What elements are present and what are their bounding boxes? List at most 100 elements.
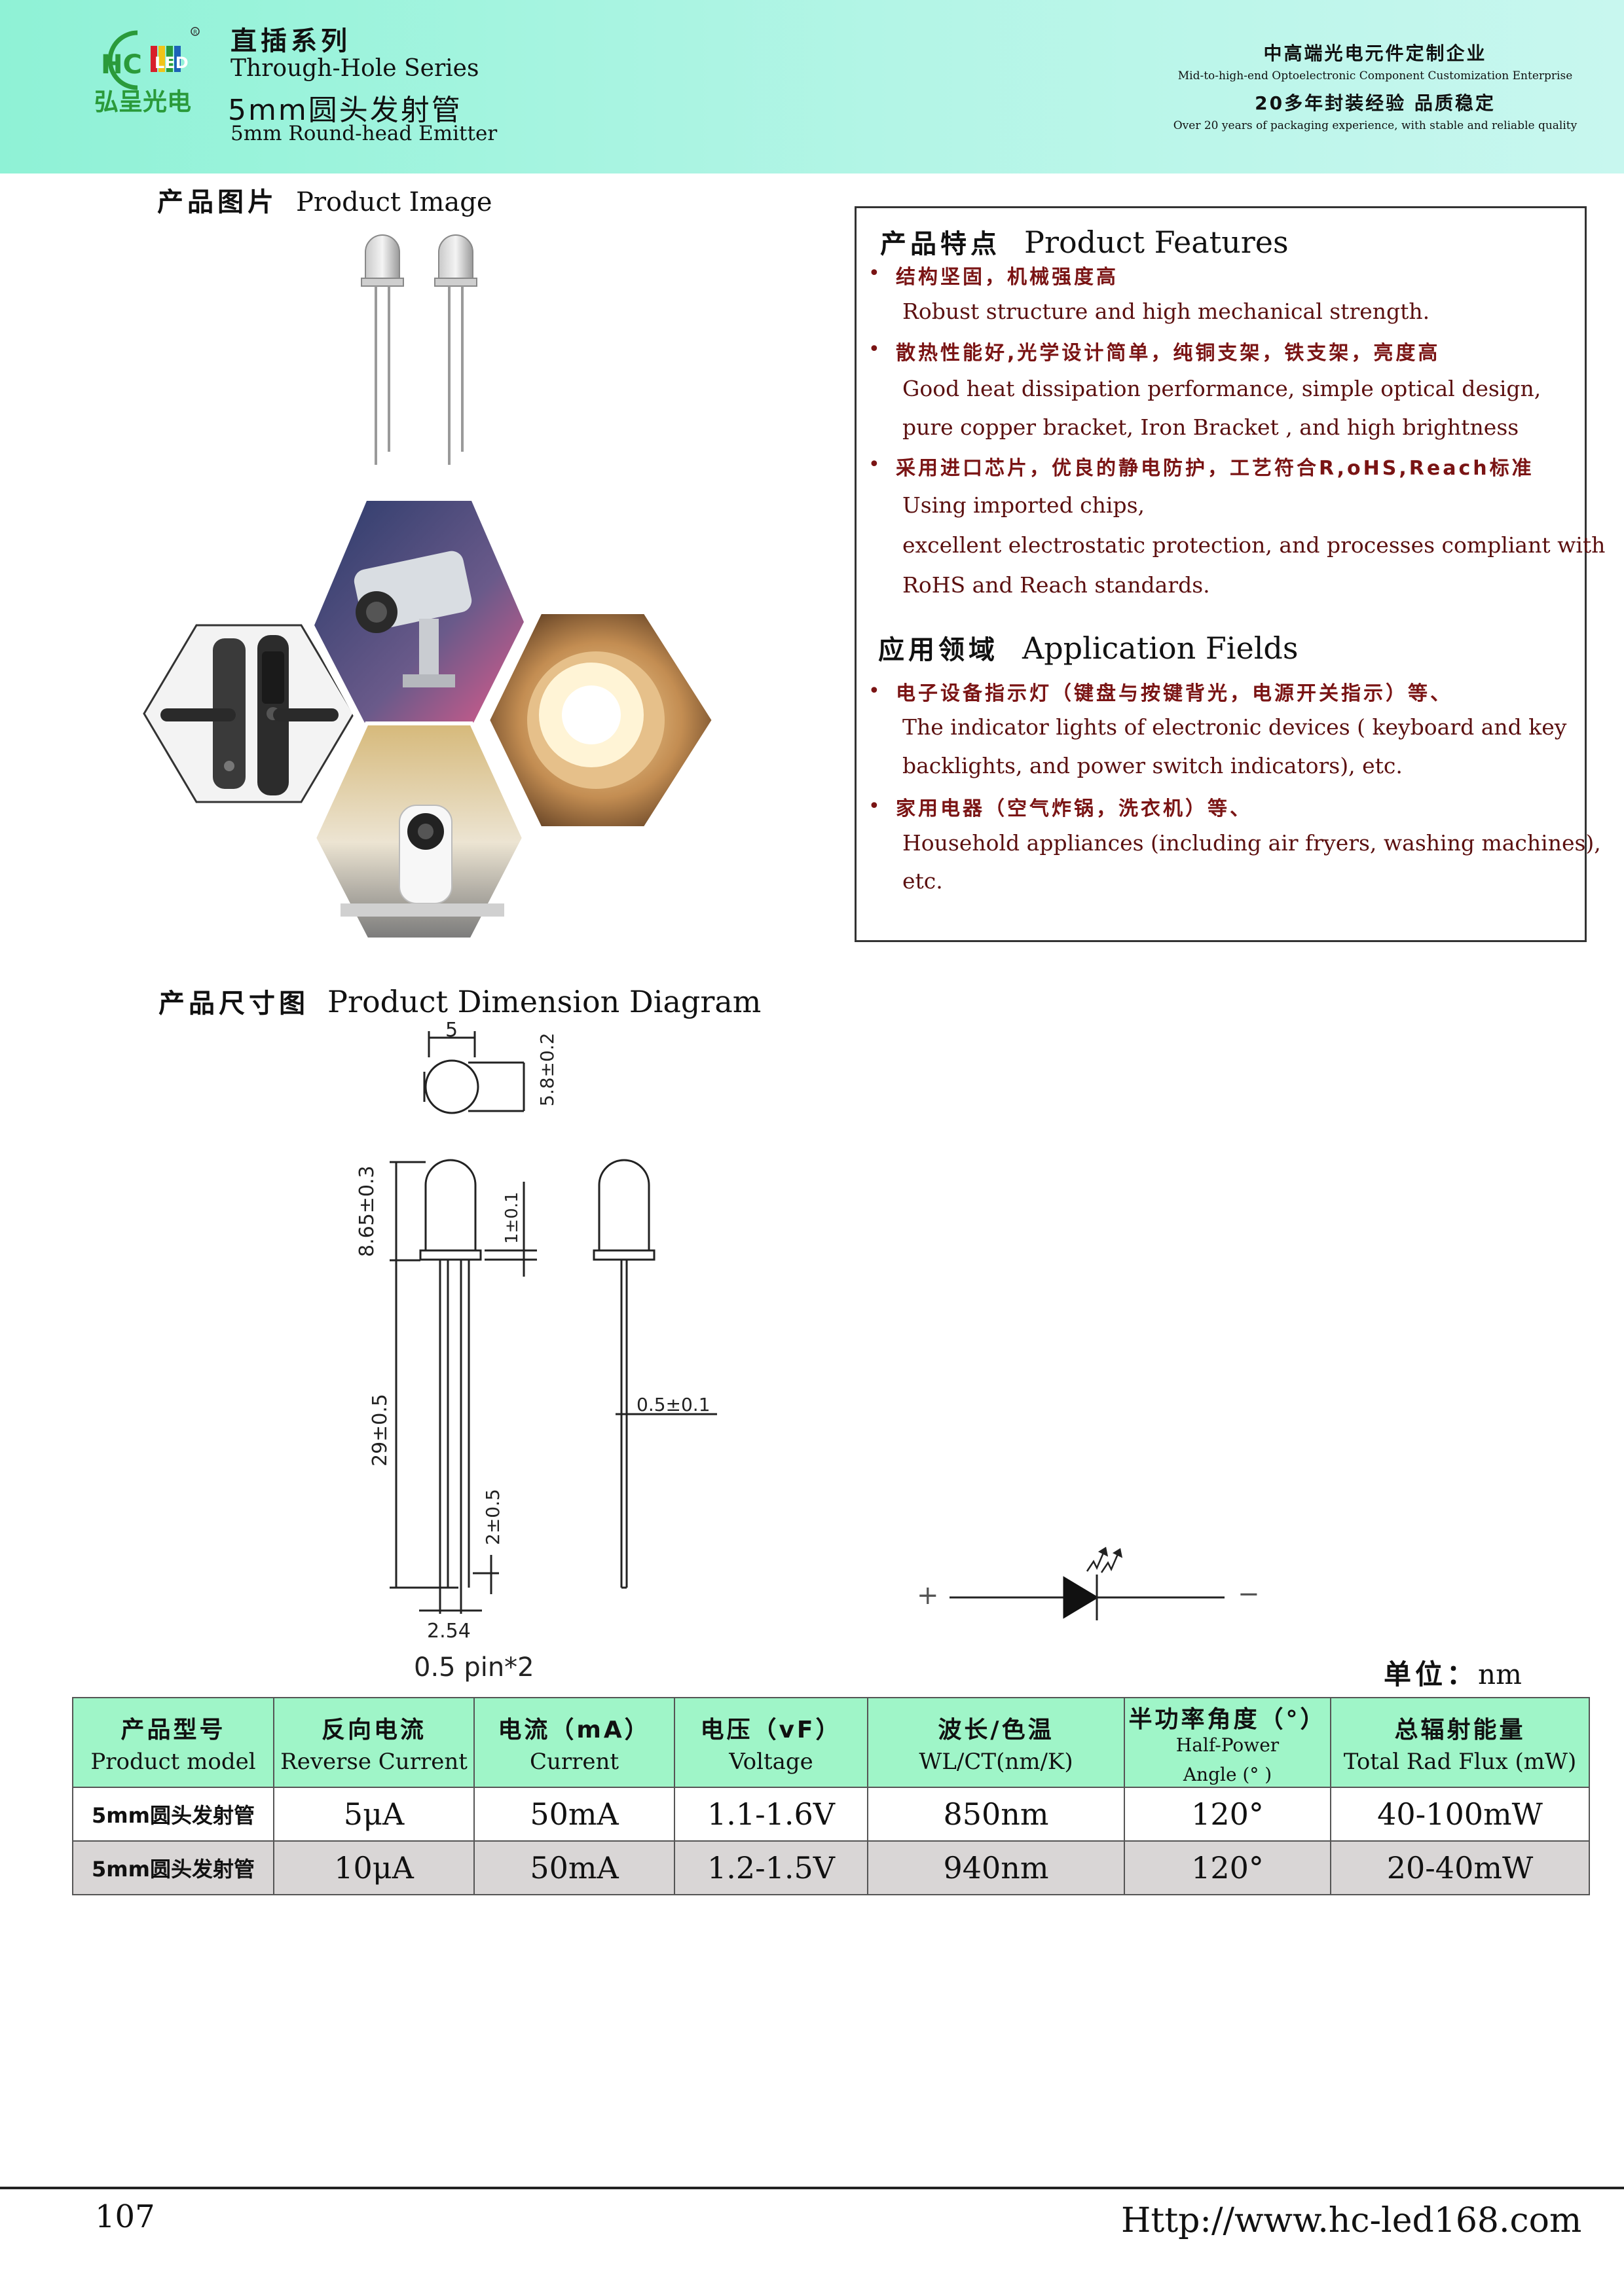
table-cell: 50mA — [473, 1840, 675, 1895]
tagline-cn-1: 中高端光电元件定制企业 — [1263, 43, 1487, 64]
side-view: 0.5±0.1 — [593, 1159, 717, 1589]
feature-3-en-1: Using imported chips, — [902, 492, 1145, 518]
bullet-icon: • — [868, 680, 880, 702]
dim-lead-length: 29±0.5 — [369, 1394, 392, 1467]
product-title-cn: 5mm圆头发射管 — [228, 94, 462, 127]
feature-2-en-2: pure copper bracket, Iron Bracket , and … — [902, 414, 1519, 440]
dimension-title-en: Product Dimension Diagram — [327, 984, 762, 1019]
features-box: 产品特点 Product Features • 结构坚固，机械强度高 Robust… — [855, 206, 1605, 942]
bullet-icon: • — [868, 453, 880, 476]
logo-hc-text: HC — [101, 50, 142, 80]
bullet-icon: • — [868, 795, 880, 818]
feature-1-en-1: Robust structure and high mechanical str… — [902, 299, 1430, 324]
tagline-en-2: Over 20 years of packaging experience, w… — [1173, 119, 1578, 132]
table-cell-model: 5mm圆头发射管 — [72, 1787, 274, 1842]
dimension-title: 产品尺寸图 Product Dimension Diagram — [158, 982, 761, 1020]
svg-text:R: R — [193, 29, 197, 36]
feature-3-en-3: RoHS and Reach standards. — [902, 572, 1210, 598]
unit-label: 单位：nm — [1384, 1652, 1522, 1692]
dim-lead-offset: 2±0.5 — [482, 1489, 504, 1545]
table-row: 5mm圆头发射管 5μA 50mA 1.1-1.6V 850nm 120° 40… — [72, 1787, 1590, 1842]
page-number: 107 — [95, 2198, 155, 2235]
table-cell: 940nm — [867, 1840, 1125, 1895]
symbol-plus: + — [917, 1580, 939, 1611]
table-cell: 5μA — [273, 1787, 475, 1842]
led-photo-2 — [434, 234, 477, 465]
symbol-minus: − — [1238, 1579, 1260, 1609]
dimension-diagram: 5 5.8±0.2 8.65±0.3 29±0.5 1±0.1 2±0.5 — [356, 1019, 717, 1683]
features-title: 产品特点 Product Features — [880, 223, 1289, 261]
unit-label-en: nm — [1478, 1658, 1522, 1690]
logo-led-text: LED — [155, 54, 189, 72]
application-1-en-2: backlights, and power switch indicators)… — [902, 753, 1403, 778]
tagline-en-1: Mid-to-high-end Optoelectronic Component… — [1177, 69, 1573, 82]
applications-title-cn: 应用领域 — [878, 635, 999, 665]
door-lock-image — [143, 624, 355, 803]
table-header-cell: 电压（vF）Voltage — [674, 1697, 868, 1788]
tagline-cn-2: 20多年封装经验 品质稳定 — [1255, 92, 1496, 114]
table-cell: 850nm — [867, 1787, 1125, 1842]
night-lamp-image — [485, 610, 716, 830]
table-cell: 120° — [1124, 1787, 1331, 1842]
features-title-cn: 产品特点 — [880, 229, 1001, 259]
table-cell: 10μA — [273, 1840, 475, 1895]
dim-top-width: 5 — [445, 1019, 458, 1042]
feature-3-en-2: excellent electrostatic protection, and … — [902, 532, 1606, 558]
bullet-icon: • — [868, 338, 880, 361]
diode-symbol: + − — [917, 1546, 1260, 1620]
dim-pitch: 2.54 — [427, 1620, 471, 1643]
table-cell: 120° — [1124, 1840, 1331, 1895]
dimension-title-cn: 产品尺寸图 — [158, 989, 309, 1019]
footer-divider — [0, 2187, 1624, 2189]
table-row: 5mm圆头发射管 10μA 50mA 1.2-1.5V 940nm 120° 2… — [72, 1840, 1590, 1895]
logo-cn-text: 弘呈光电 — [94, 88, 191, 116]
bullet-icon: • — [868, 262, 880, 285]
application-1-cn: 电子设备指示灯（键盘与按键背光，电源开关指示）等、 — [896, 682, 1452, 705]
series-title-cn: 直插系列 — [231, 26, 351, 56]
table-cell: 1.2-1.5V — [674, 1840, 868, 1895]
home-camera-image — [312, 721, 526, 941]
front-view: 8.65±0.3 29±0.5 1±0.1 2±0.5 2.54 0.5 pin… — [356, 1159, 537, 1683]
feature-3-cn: 采用进口芯片，优良的静电防护，工艺符合R,oHS,Reach标准 — [896, 457, 1534, 480]
product-image-title-en: Product Image — [296, 187, 492, 217]
application-2-cn: 家用电器（空气炸锅，洗衣机）等、 — [896, 797, 1252, 820]
feature-1-cn: 结构坚固，机械强度高 — [896, 266, 1118, 289]
application-2-en-2: etc. — [902, 868, 943, 894]
table-cell: 1.1-1.6V — [674, 1787, 868, 1842]
led-product-photo — [361, 234, 477, 465]
applications-title: 应用领域 Application Fields — [878, 629, 1298, 666]
unit-label-cn: 单位： — [1384, 1658, 1479, 1690]
dim-body-height: 8.65±0.3 — [356, 1165, 378, 1257]
page-header: HC LED R 弘呈光电 直插系列 Through-Hole Series 5… — [0, 0, 1624, 173]
features-title-en: Product Features — [1024, 225, 1289, 260]
hc-led-logo: HC LED R 弘呈光电 — [94, 27, 200, 116]
website-url: Http://www.hc-led168.com — [1121, 2201, 1582, 2240]
feature-2-cn: 散热性能好,光学设计简单，纯铜支架，铁支架，亮度高 — [896, 342, 1441, 365]
dim-pin: 0.5 pin*2 — [414, 1652, 534, 1683]
application-hexagons — [143, 498, 716, 941]
company-tagline: 中高端光电元件定制企业 Mid-to-high-end Optoelectron… — [1113, 39, 1624, 132]
led-photo-1 — [361, 234, 404, 465]
series-title-en: Through-Hole Series — [231, 55, 479, 82]
product-title-en: 5mm Round-head Emitter — [231, 122, 498, 145]
application-1-en-1: The indicator lights of electronic devic… — [902, 714, 1567, 740]
table-cell: 40-100mW — [1330, 1787, 1590, 1842]
dim-flange: 1±0.1 — [502, 1192, 522, 1244]
table-cell: 50mA — [473, 1787, 675, 1842]
table-cell: 20-40mW — [1330, 1840, 1590, 1895]
application-2-en-1: Household appliances (including air frye… — [902, 830, 1601, 856]
product-image-title-cn: 产品图片 — [157, 187, 278, 217]
table-cell-model: 5mm圆头发射管 — [72, 1840, 274, 1895]
top-view: 5 5.8±0.2 — [423, 1019, 558, 1114]
table-header-cell: 电流（mA）Current — [473, 1697, 675, 1788]
feature-2-en-1: Good heat dissipation performance, simpl… — [902, 376, 1541, 401]
dim-lead-width: 0.5±0.1 — [637, 1394, 710, 1415]
applications-title-en: Application Fields — [1022, 630, 1299, 666]
